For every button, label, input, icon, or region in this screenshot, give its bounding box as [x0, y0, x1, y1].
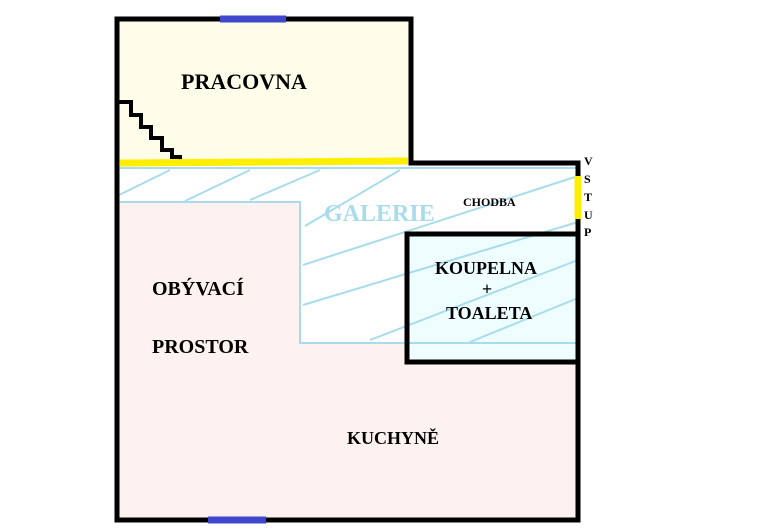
label-pracovna: PRACOVNA — [181, 69, 307, 94]
entrance-letter: P — [584, 225, 591, 239]
gallery-railing — [119, 157, 409, 167]
label-toaleta: TOALETA — [446, 303, 532, 323]
entrance-letter: U — [584, 208, 593, 222]
label-galerie: GALERIE — [324, 201, 435, 227]
entrance-letter: V — [584, 154, 593, 168]
entrance-letter: T — [584, 190, 592, 204]
label-koupelna: KOUPELNA — [435, 258, 537, 278]
label-koupelna-plus: + — [482, 279, 492, 299]
bathroom-floor — [407, 234, 578, 362]
gallery-outline — [117, 201, 578, 344]
entrance-label: V S T U P — [584, 154, 593, 239]
pracovna-floor — [117, 19, 411, 163]
label-chodba: CHODBA — [463, 195, 516, 209]
label-obyvaci: OBÝVACÍ — [152, 277, 244, 300]
label-kuchyne: KUCHYNĚ — [347, 427, 439, 448]
entrance-letter: S — [584, 172, 591, 186]
label-prostor: PROSTOR — [152, 336, 249, 358]
staircase — [117, 100, 182, 163]
